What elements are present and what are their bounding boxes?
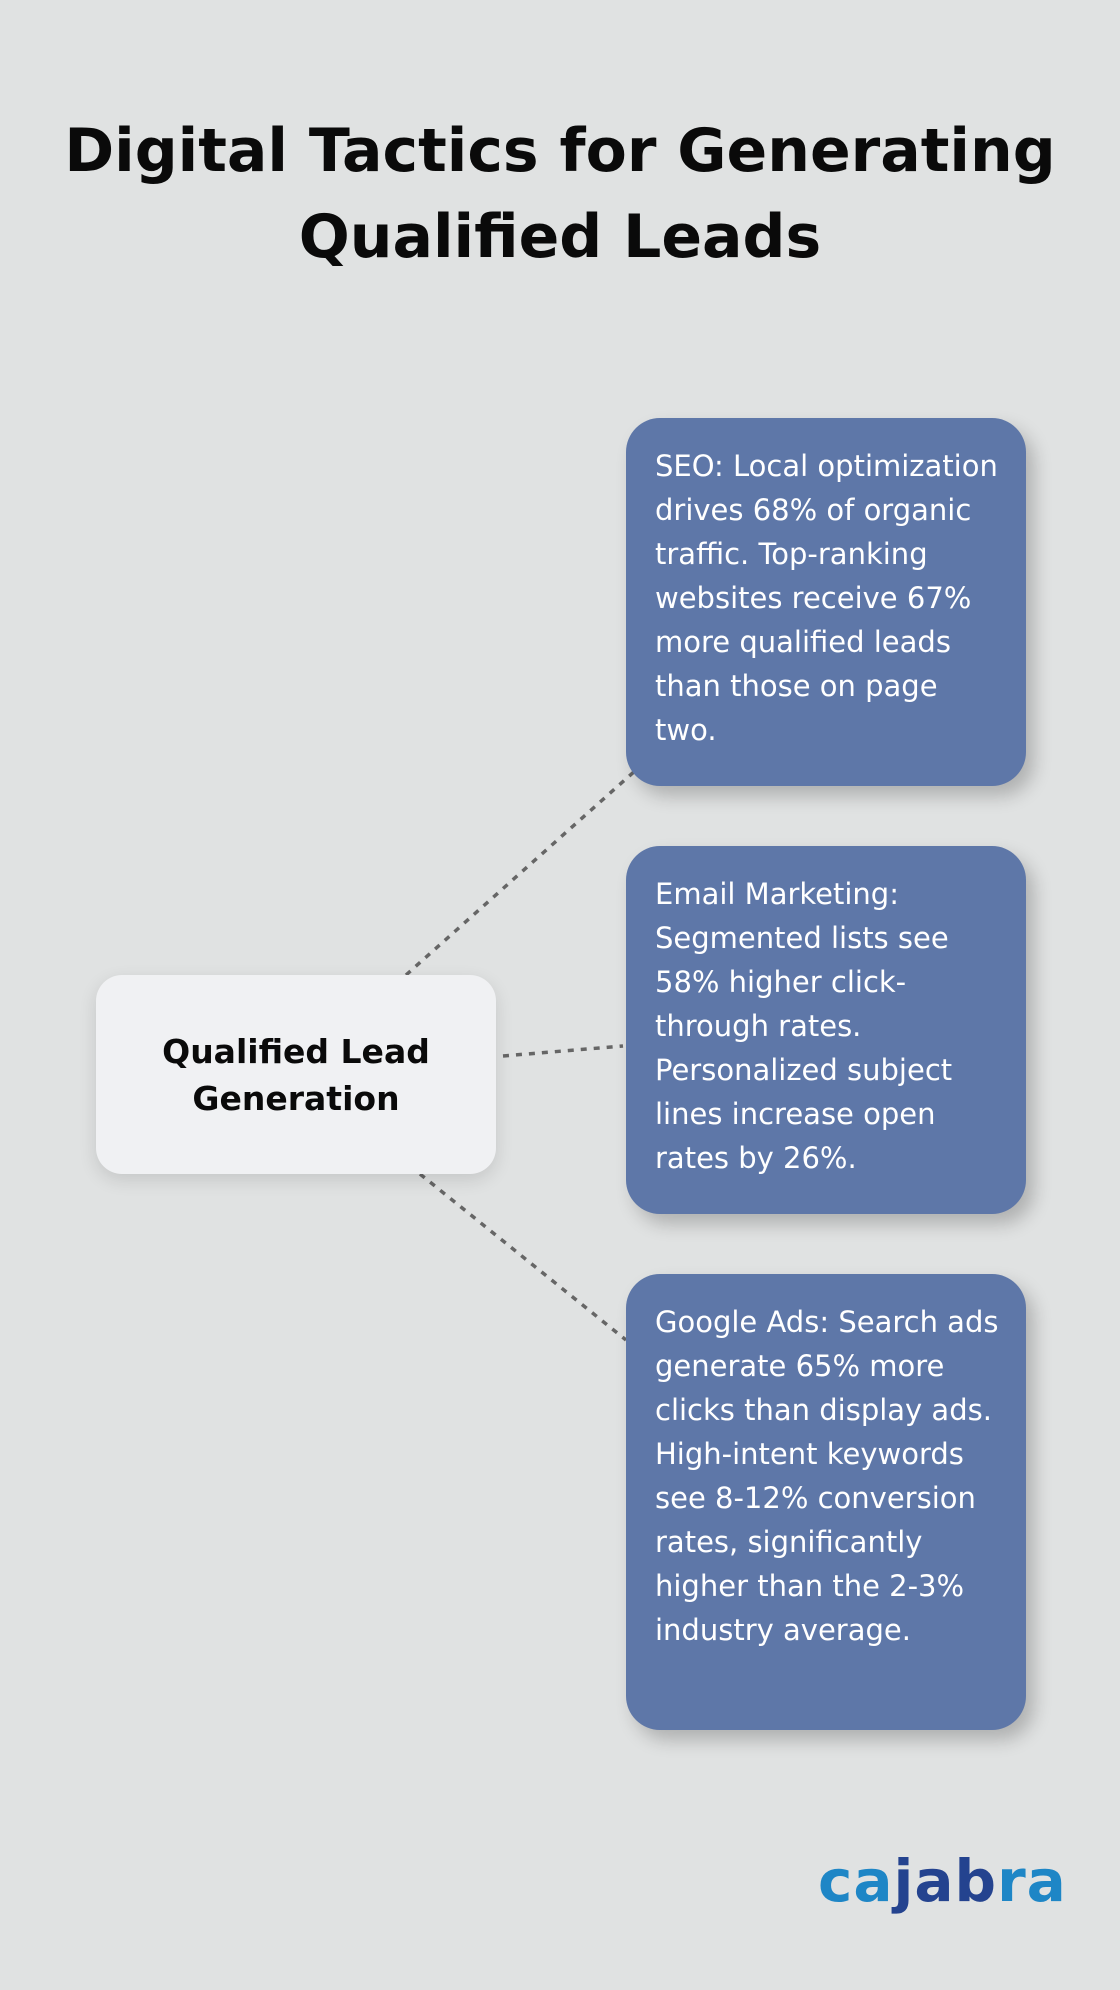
center-node: Qualified Lead Generation xyxy=(96,975,496,1174)
logo-part-jab: jab xyxy=(893,1847,998,1915)
card-seo-text: SEO: Local optimization drives 68% of or… xyxy=(655,449,998,747)
connector-ads xyxy=(418,1172,628,1342)
card-seo: SEO: Local optimization drives 68% of or… xyxy=(626,418,1026,786)
card-email-marketing: Email Marketing: Segmented lists see 58%… xyxy=(626,846,1026,1214)
logo-part-ca: ca xyxy=(818,1847,894,1915)
logo-part-ra: ra xyxy=(997,1847,1067,1915)
connector-email xyxy=(502,1044,624,1058)
card-google-ads-text: Google Ads: Search ads generate 65% more… xyxy=(655,1305,999,1647)
page-title: Digital Tactics for Generating Qualified… xyxy=(64,116,1056,272)
card-email-marketing-text: Email Marketing: Segmented lists see 58%… xyxy=(655,877,953,1175)
cajabra-logo: cajabra xyxy=(818,1846,1067,1916)
card-google-ads: Google Ads: Search ads generate 65% more… xyxy=(626,1274,1026,1730)
connector-seo xyxy=(404,768,638,977)
center-node-label: Qualified Lead Generation xyxy=(162,1031,430,1118)
